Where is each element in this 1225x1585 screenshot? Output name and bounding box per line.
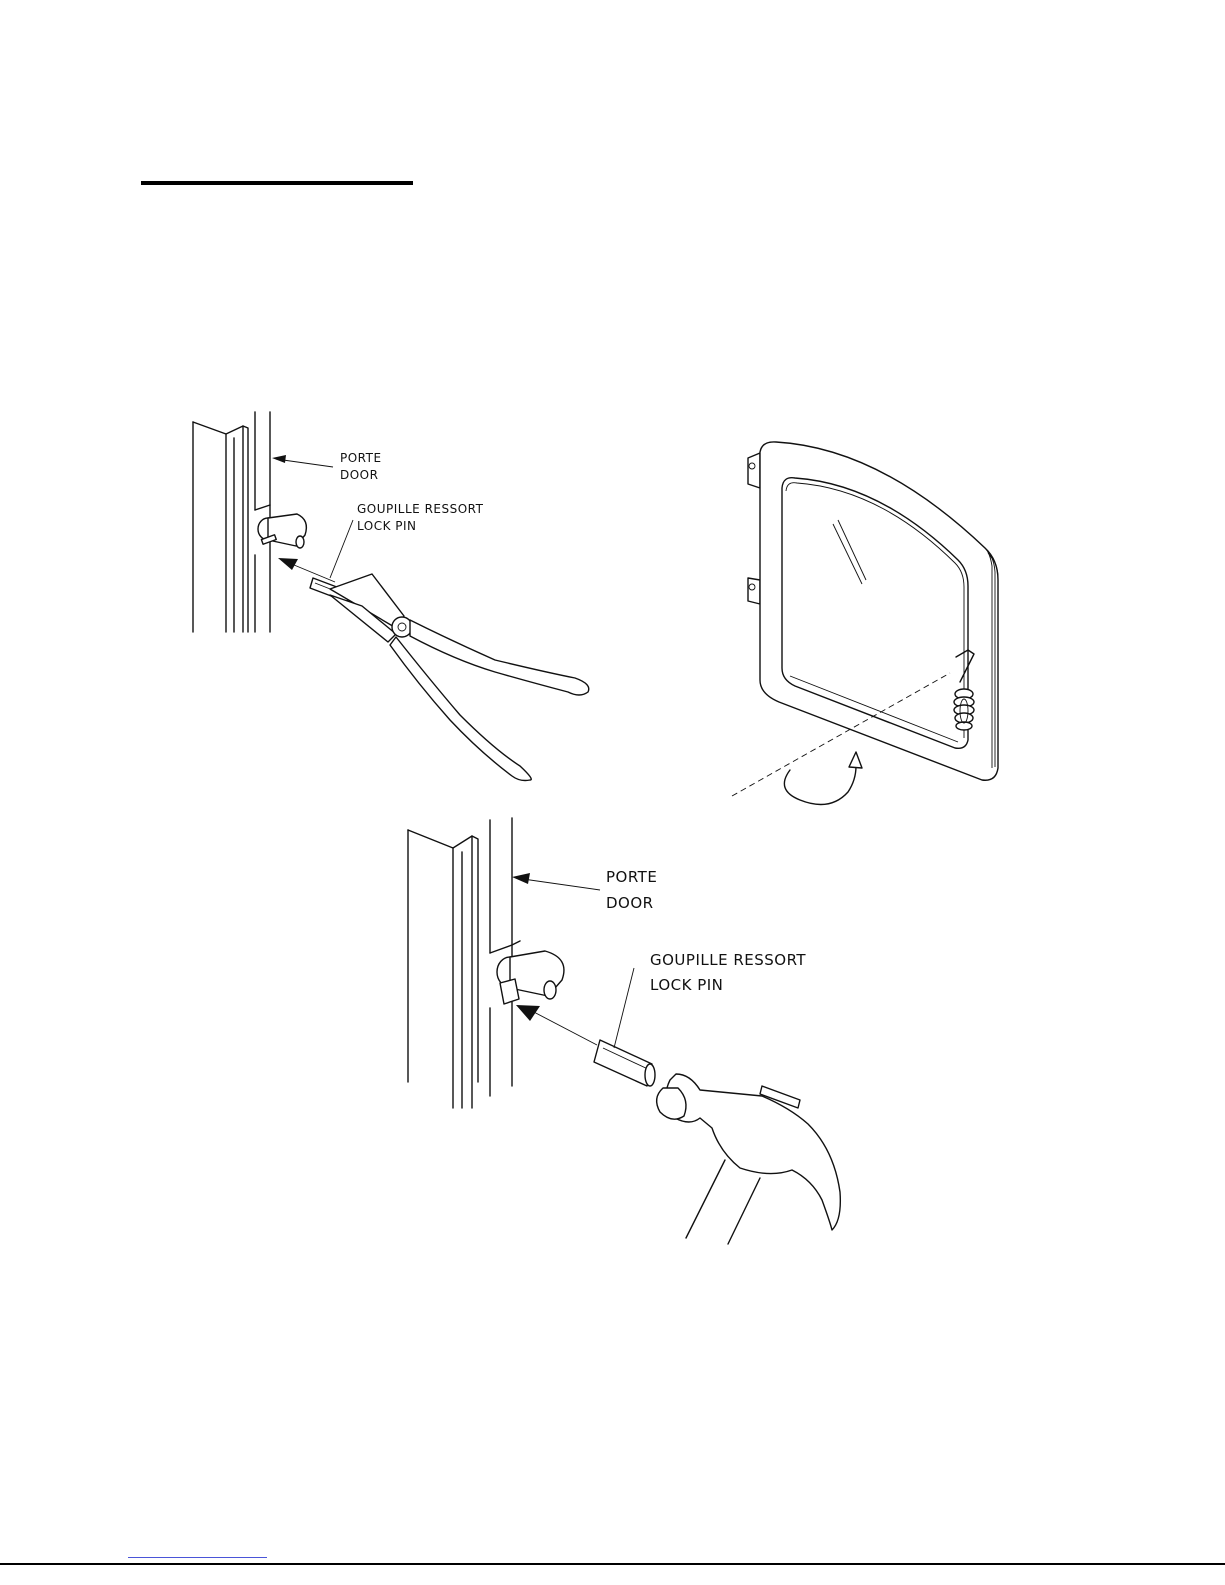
- svg-text:DOOR: DOOR: [606, 894, 654, 912]
- svg-text:PORTE: PORTE: [606, 868, 657, 886]
- svg-text:DOOR: DOOR: [340, 468, 378, 482]
- svg-text:LOCK PIN: LOCK PIN: [357, 519, 417, 533]
- svg-text:GOUPILLE RESSORT: GOUPILLE RESSORT: [650, 951, 806, 969]
- svg-text:PORTE: PORTE: [340, 451, 382, 465]
- link-underline: [128, 1557, 267, 1558]
- hinge-barrel-top: [258, 514, 306, 548]
- label-door-bottom: PORTE DOOR: [512, 868, 657, 912]
- label-door-top: PORTE DOOR: [272, 451, 382, 482]
- page-bottom-rule: [0, 1563, 1225, 1565]
- insertion-arrow-top: [278, 558, 335, 582]
- svg-text:LOCK PIN: LOCK PIN: [650, 976, 723, 994]
- pliers-icon: [330, 574, 589, 781]
- door-frame-top: [193, 412, 270, 632]
- svg-text:GOUPILLE RESSORT: GOUPILLE RESSORT: [357, 502, 484, 516]
- label-lock-pin-bottom: GOUPILLE RESSORT LOCK PIN: [614, 951, 806, 1048]
- lock-pin-bottom: [594, 1040, 655, 1086]
- hammer-icon: [657, 1074, 841, 1244]
- insertion-arrow-bottom: [516, 1005, 597, 1045]
- label-lock-pin-top: GOUPILLE RESSORT LOCK PIN: [330, 502, 484, 578]
- hinge-barrel-bottom: [497, 951, 564, 1004]
